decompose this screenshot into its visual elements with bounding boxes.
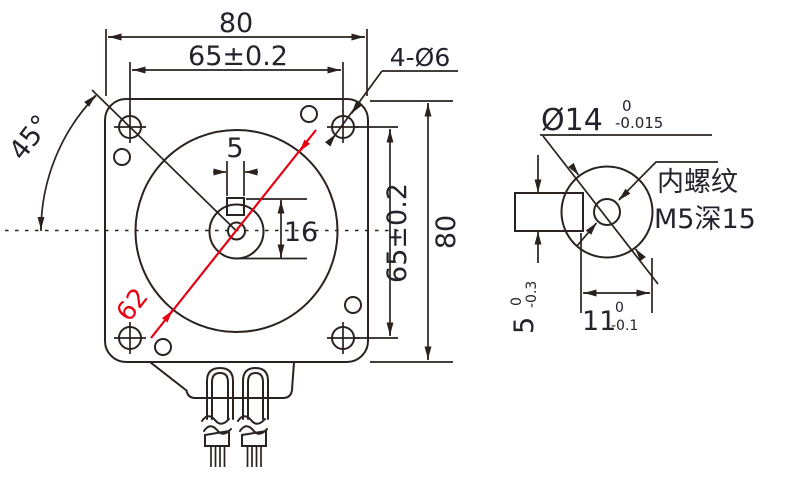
dim-key-width: 5 bbox=[213, 133, 258, 196]
dim-bolt-spacing-top-text: 65±0.2 bbox=[188, 41, 288, 72]
thread-hole-circle bbox=[593, 198, 621, 226]
dim-width-top: 80 bbox=[105, 8, 368, 96]
dim-bolt-spacing-top: 65±0.2 bbox=[129, 41, 344, 114]
thread-note-line2: M5深15 bbox=[654, 204, 756, 235]
cable-end-left bbox=[204, 429, 230, 447]
cable-loop-right-inner bbox=[247, 371, 264, 420]
break-line bbox=[237, 415, 266, 425]
flat-depth-tol-lower: -0.3 bbox=[524, 281, 540, 308]
callout-shaft-dia: Ø14 0 -0.015 bbox=[540, 97, 712, 285]
callout-mount-holes-text: 4-Ø6 bbox=[390, 43, 451, 72]
dim-flat-length: 11 0 -0.1 bbox=[580, 233, 653, 337]
cable-loop-right-outer bbox=[242, 366, 269, 420]
dim-key-width-text: 5 bbox=[226, 133, 243, 164]
dim-shaft-flat: 16 bbox=[233, 198, 318, 260]
dim-corner-angle: 45° bbox=[3, 89, 238, 232]
dim-pilot-diameter-text: 62 bbox=[111, 283, 155, 328]
dim-shaft-flat-text: 16 bbox=[284, 217, 318, 248]
flat-length-tol-upper: 0 bbox=[615, 300, 624, 316]
mounting-holes bbox=[114, 111, 359, 354]
dim-height-right: 80 bbox=[370, 100, 462, 363]
dim-corner-angle-text: 45° bbox=[3, 109, 57, 166]
thread-note-line1: 内螺纹 bbox=[657, 167, 738, 198]
dim-flat-depth: 5 0 -0.3 bbox=[509, 155, 542, 334]
break-line bbox=[201, 415, 230, 425]
dim-bolt-spacing-right: 65±0.2 bbox=[355, 126, 413, 339]
flat-length-tol-lower: -0.1 bbox=[611, 318, 638, 334]
connector-housing bbox=[147, 361, 296, 399]
connector-and-cables bbox=[147, 361, 296, 467]
cable-loop-left-inner bbox=[211, 371, 229, 420]
break-line bbox=[203, 425, 232, 435]
dim-width-top-text: 80 bbox=[219, 8, 253, 39]
break-line bbox=[239, 425, 268, 435]
secondary-holes bbox=[113, 105, 362, 356]
shaft-dia-text: Ø14 bbox=[541, 103, 603, 138]
dim-bolt-spacing-right-text: 65±0.2 bbox=[382, 183, 413, 283]
shaft-dia-tol-upper: 0 bbox=[622, 97, 632, 115]
shaft-end-view: Ø14 0 -0.015 内螺纹 M5深15 5 0 -0.3 bbox=[509, 97, 756, 337]
shaft-center-hole bbox=[227, 221, 246, 241]
flat-length-text: 11 bbox=[582, 306, 616, 337]
shaft-circle bbox=[560, 165, 654, 259]
shaft-dia-tol-lower: -0.015 bbox=[615, 114, 663, 132]
callout-mount-holes: 4-Ø6 bbox=[324, 43, 458, 147]
pilot-circle bbox=[134, 129, 339, 333]
front-view: 80 65±0.2 4-Ø6 45° bbox=[3, 8, 462, 467]
flat-depth-tol-upper: 0 bbox=[509, 297, 525, 306]
key-square bbox=[226, 197, 245, 216]
lead-wires bbox=[210, 446, 262, 467]
cable-loop-left-outer bbox=[206, 366, 234, 420]
callout-internal-thread: 内螺纹 M5深15 bbox=[576, 161, 756, 247]
cable-end-right bbox=[241, 429, 267, 447]
flat-depth-text: 5 bbox=[509, 317, 540, 334]
dim-height-right-text: 80 bbox=[431, 215, 462, 249]
shaft-flat-tab bbox=[514, 192, 584, 232]
